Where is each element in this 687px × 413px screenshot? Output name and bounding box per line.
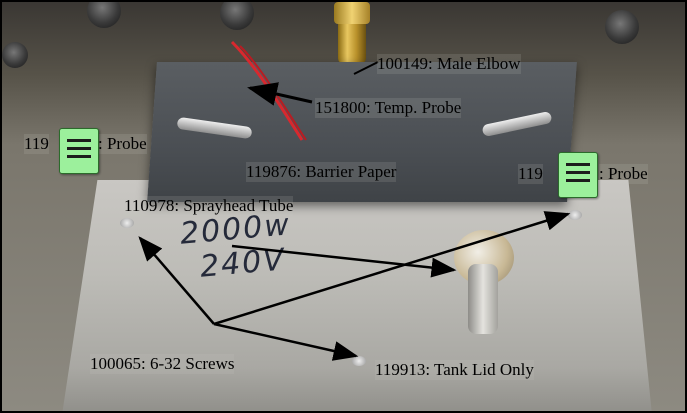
label-probe-right-suffix: : Probe [599, 164, 648, 184]
label-temp-probe: 151800: Temp. Probe [315, 98, 462, 118]
note-icon[interactable] [558, 152, 598, 198]
label-probe-right-prefix: 119 [518, 164, 543, 184]
label-sprayhead-tube: 110978: Sprayhead Tube [124, 196, 294, 216]
label-barrier-paper: 119876: Barrier Paper [246, 162, 397, 182]
label-male-elbow: 100149: Male Elbow [377, 54, 521, 74]
label-probe-left-suffix: : Probe [98, 134, 147, 154]
brass-elbow-cap [334, 2, 370, 24]
caster-wheel [220, 2, 254, 30]
screw-head [568, 210, 582, 220]
arrow-temp-probe [247, 82, 313, 106]
arrow-screw-right [213, 211, 571, 326]
probe-wire [230, 40, 304, 141]
caster-wheel [605, 10, 639, 44]
label-probe-left-prefix: 119 [24, 134, 49, 154]
arrow-tank-lid [231, 244, 457, 278]
note-icon[interactable] [59, 128, 99, 174]
arrow-screw-left [138, 236, 215, 325]
caster-wheel [2, 42, 28, 68]
fitting-stem [468, 264, 498, 334]
screw-head [352, 356, 366, 366]
caster-wheel [87, 2, 121, 28]
label-screws: 100065: 6-32 Screws [90, 354, 235, 374]
screw-head [120, 218, 134, 228]
label-tank-lid: 119913: Tank Lid Only [375, 360, 534, 380]
arrow-male-elbow [353, 61, 379, 75]
arrow-screw-bottom [213, 322, 359, 361]
